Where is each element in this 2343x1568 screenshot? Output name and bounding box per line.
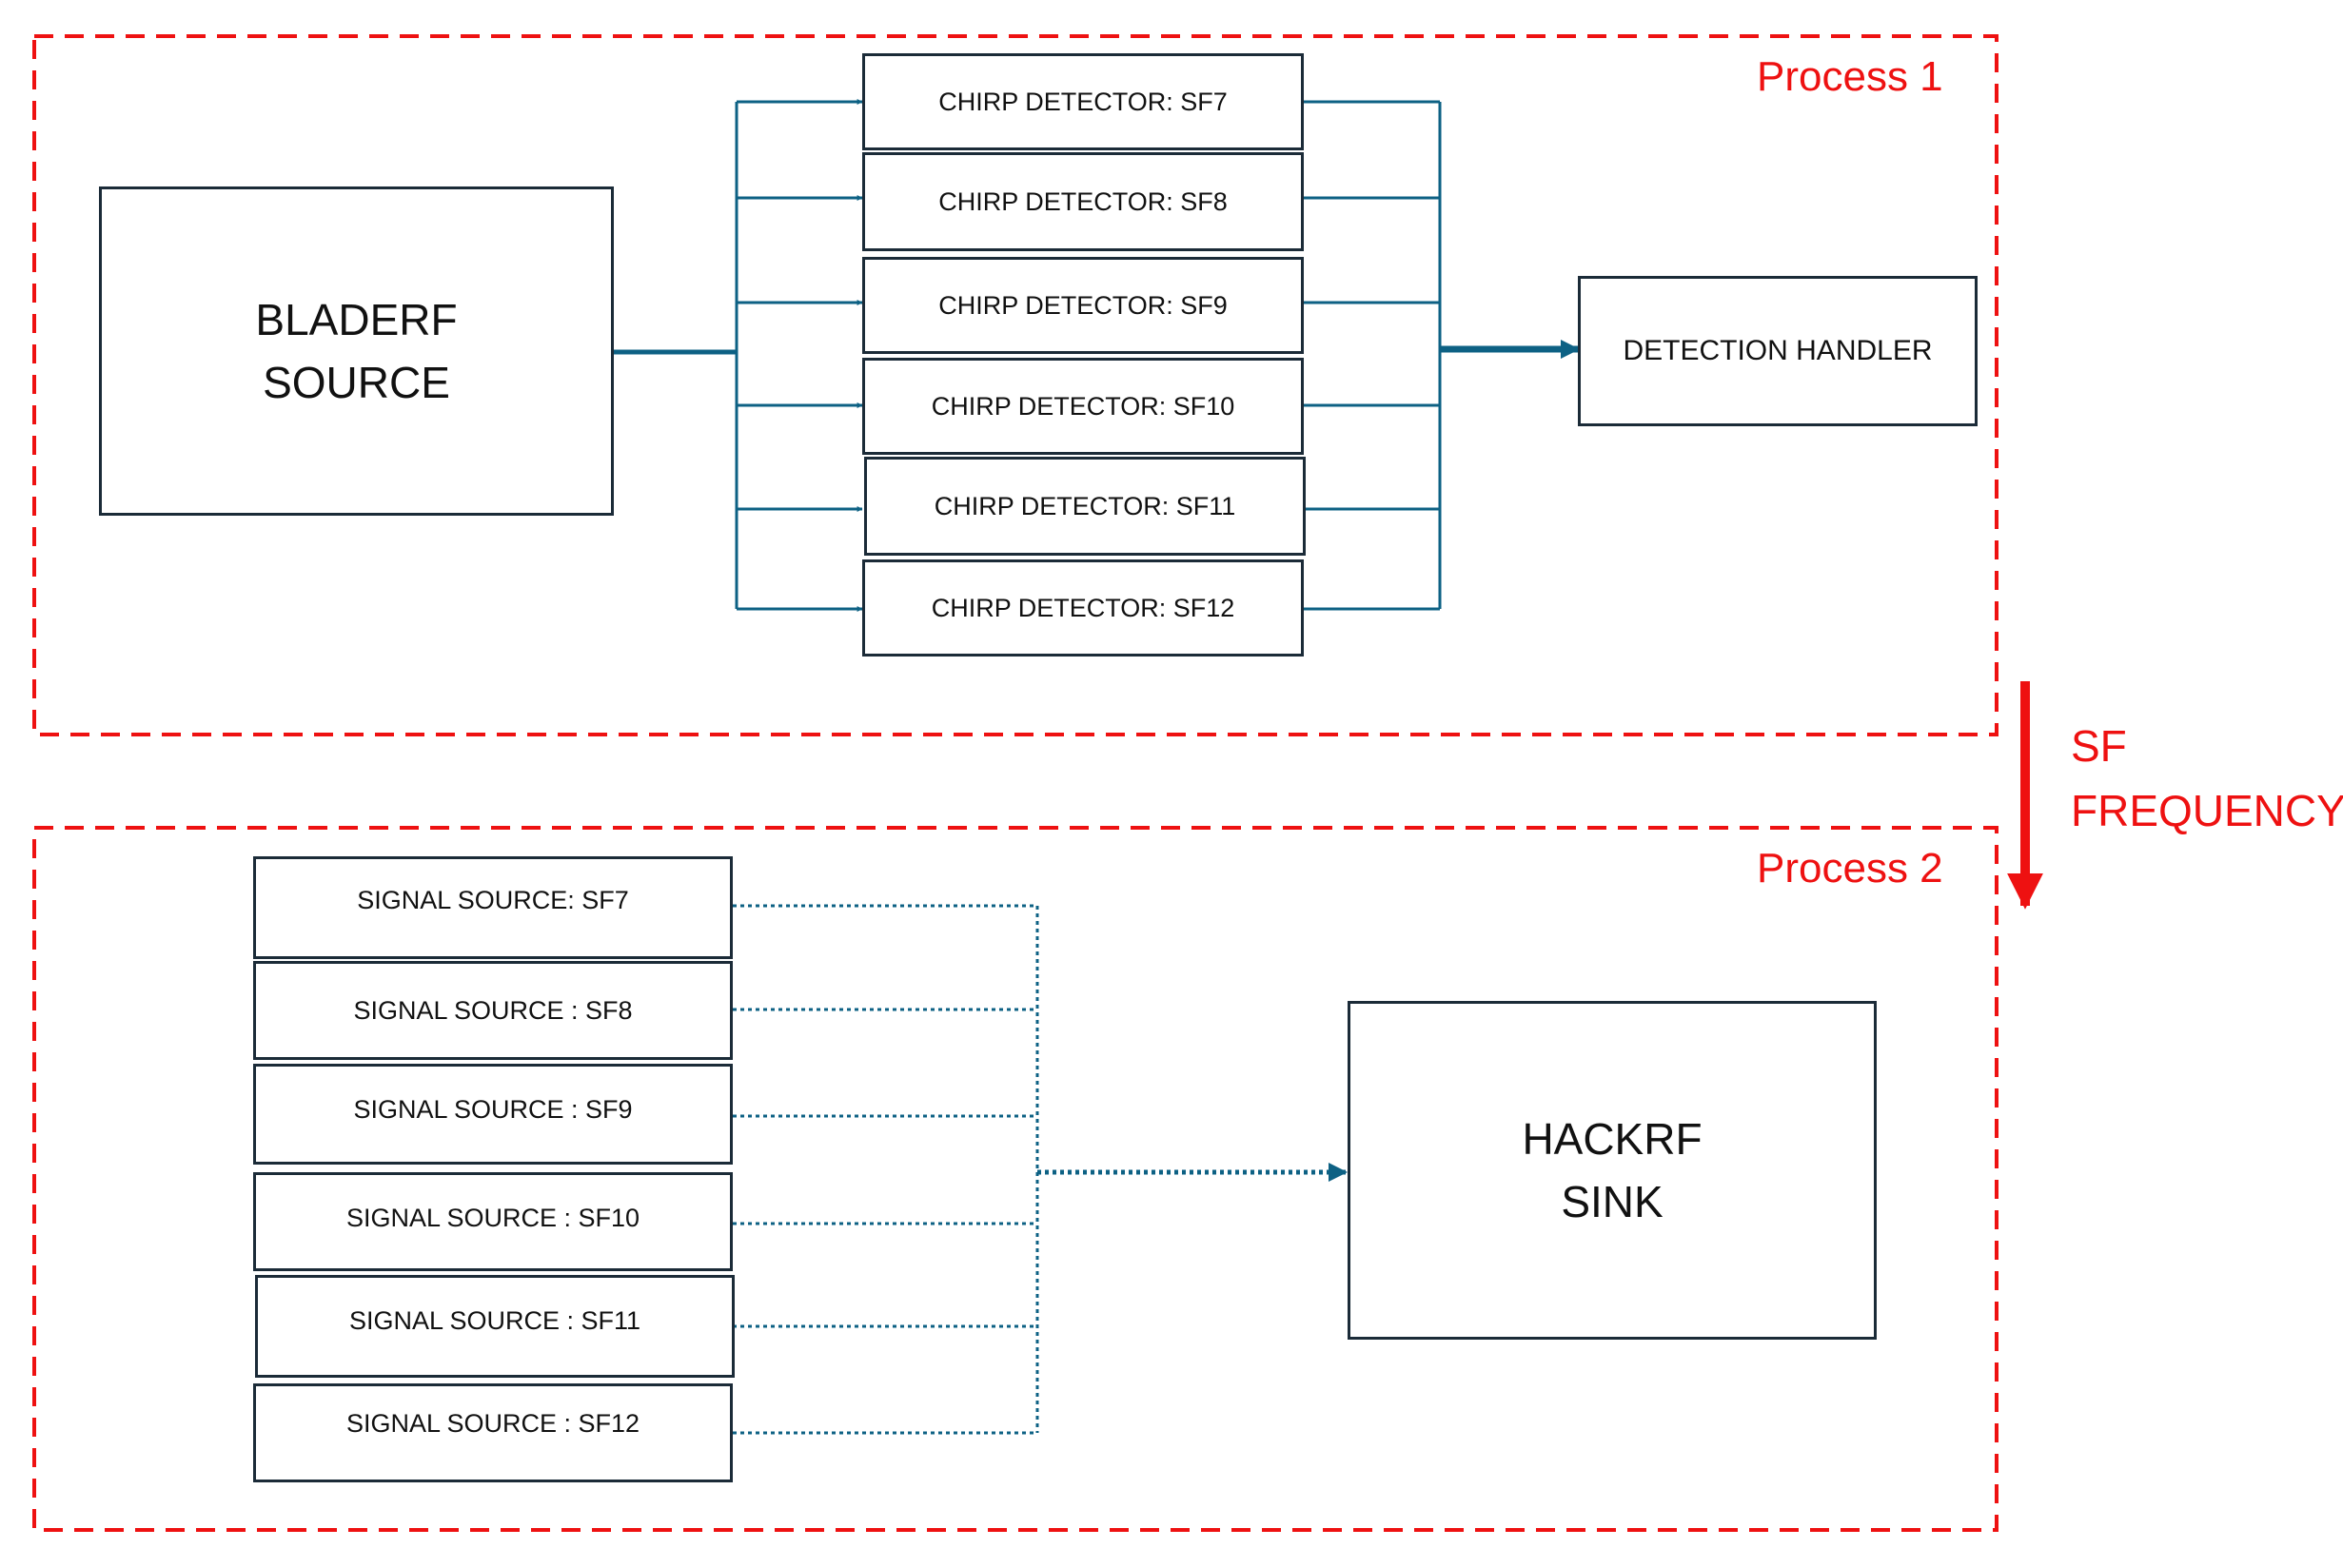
hackrf-sink-line-1: HACKRF [1522, 1114, 1703, 1164]
signal-source-sf10: SIGNAL SOURCE : SF10 [253, 1172, 733, 1271]
chirp-detector-sf8: CHIRP DETECTOR: SF8 [862, 152, 1304, 251]
process-1-fanout-connectors [613, 99, 863, 612]
process-1-fanin-connectors [1302, 100, 1580, 611]
transfer-label-line-2: FREQUENCY [2071, 786, 2343, 835]
signal-source-sf7: SIGNAL SOURCE: SF7 [253, 856, 733, 959]
hackrf-sink-block: HACKRF SINK [1348, 1001, 1877, 1340]
signal-source-sf12: SIGNAL SOURCE : SF12 [253, 1383, 733, 1482]
chirp-detector-sf11: CHIRP DETECTOR: SF11 [864, 457, 1306, 556]
signal-source-sf8: SIGNAL SOURCE : SF8 [253, 961, 733, 1060]
hackrf-sink-line-2: SINK [1561, 1177, 1664, 1226]
signal-source-sf9: SIGNAL SOURCE : SF9 [253, 1064, 733, 1165]
bladerf-source-line-2: SOURCE [263, 358, 450, 407]
process-1-frame [32, 34, 1998, 736]
chirp-detector-sf9: CHIRP DETECTOR: SF9 [862, 257, 1304, 354]
chirp-detector-sf12: CHIRP DETECTOR: SF12 [862, 559, 1304, 657]
bladerf-source-block: BLADERF SOURCE [99, 186, 614, 516]
transfer-label: SF FREQUENCY [2071, 714, 2343, 843]
process-2-label: Process 2 [1757, 845, 1943, 892]
transfer-label-line-1: SF [2071, 721, 2127, 771]
chirp-detector-sf7: CHIRP DETECTOR: SF7 [862, 53, 1304, 150]
process-2-connectors [733, 904, 1348, 1435]
detection-handler-block: DETECTION HANDLER [1578, 276, 1978, 426]
signal-source-sf11: SIGNAL SOURCE : SF11 [255, 1275, 735, 1378]
process-2-frame [32, 826, 1998, 1532]
process-1-label: Process 1 [1757, 53, 1943, 100]
bladerf-source-line-1: BLADERF [255, 295, 458, 344]
chirp-detector-sf10: CHIRP DETECTOR: SF10 [862, 358, 1304, 455]
